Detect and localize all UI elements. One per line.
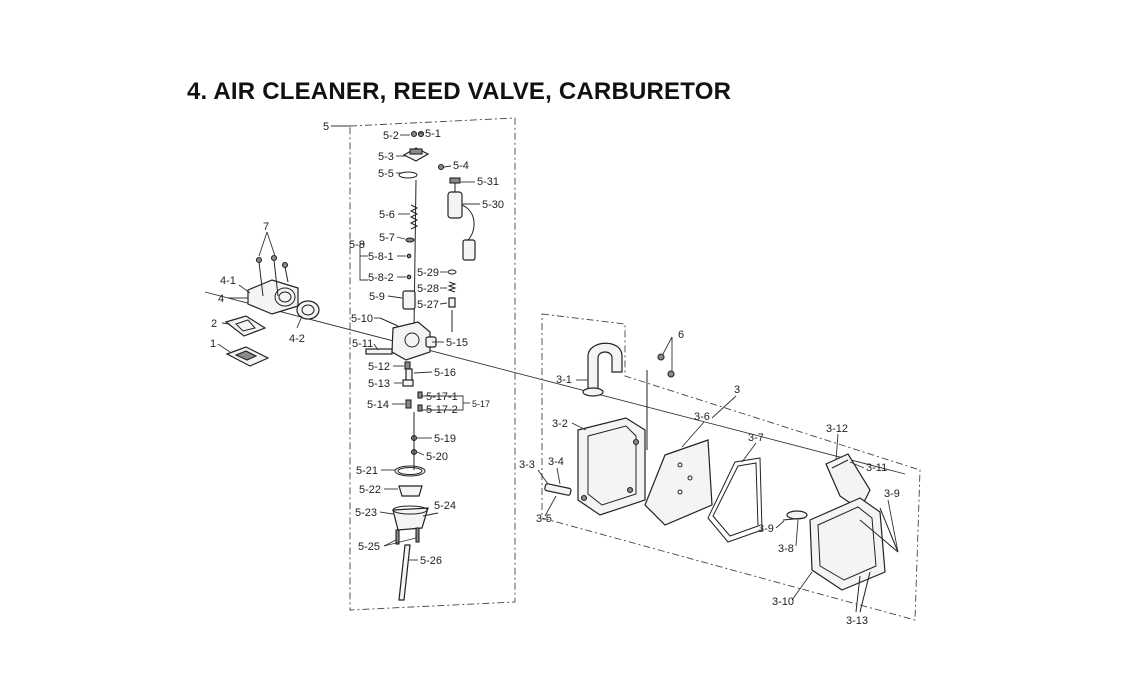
reed-valve-parts bbox=[224, 254, 320, 367]
part-label: 5-17-1 bbox=[426, 391, 458, 403]
part-label: 5-8-1 bbox=[368, 251, 394, 263]
part-label: 5-29 bbox=[417, 267, 439, 279]
part-label: 4 bbox=[218, 293, 224, 305]
part-label: 5-16 bbox=[434, 367, 456, 379]
part-label: 3-12 bbox=[826, 423, 848, 435]
part-label: 5-5 bbox=[378, 168, 394, 180]
carburetor-group-outline bbox=[349, 117, 516, 611]
part-label: 6 bbox=[678, 329, 684, 341]
air-cleaner-parts bbox=[544, 342, 899, 613]
part-label: 5-10 bbox=[351, 313, 373, 325]
part-label: 5-14 bbox=[367, 399, 389, 411]
part-label: 5-31 bbox=[477, 176, 499, 188]
part-label: 4-2 bbox=[289, 333, 305, 345]
part-label: 5-25 bbox=[358, 541, 380, 553]
part-label: 3-3 bbox=[519, 459, 535, 471]
part-label: 5-12 bbox=[368, 361, 390, 373]
carburetor-parts bbox=[365, 130, 476, 601]
part-label: 5-7 bbox=[379, 232, 395, 244]
part-label: 3-2 bbox=[552, 418, 568, 430]
air-cleaner-group-outline bbox=[541, 313, 921, 621]
part-label: 5-8 bbox=[349, 239, 365, 251]
part-label: 5-17 bbox=[472, 399, 490, 409]
part-label: 5-23 bbox=[355, 507, 377, 519]
part-labels: 5 5-2 5-1 5-3 5-4 5-5 5-31 5-30 5-6 5-7 … bbox=[210, 121, 900, 627]
part-label: 2 bbox=[211, 318, 217, 330]
part-label: 5-13 bbox=[368, 378, 390, 390]
part-label: 3-9 bbox=[884, 488, 900, 500]
part-label: 3-4 bbox=[548, 456, 564, 468]
part-label: 3-7 bbox=[748, 432, 764, 444]
leader-lines bbox=[217, 132, 899, 601]
part-label: 5-8-2 bbox=[368, 272, 394, 284]
part-label: 3-5 bbox=[536, 513, 552, 525]
part-label: 3-1 bbox=[556, 374, 572, 386]
part-label: 5-1 bbox=[425, 128, 441, 140]
part-label: 5-19 bbox=[434, 433, 456, 445]
part-label: 5-21 bbox=[356, 465, 378, 477]
part-label: 5-24 bbox=[434, 500, 456, 512]
part-label: 5-27 bbox=[417, 299, 439, 311]
part-label: 5-3 bbox=[378, 151, 394, 163]
part-label: 5 bbox=[323, 121, 329, 133]
part-label: 7 bbox=[263, 221, 269, 233]
part-label: 1 bbox=[210, 338, 216, 350]
part-label: 3-9 bbox=[758, 523, 774, 535]
part-label: 5-17-2 bbox=[426, 404, 458, 416]
part-label: 3-10 bbox=[772, 596, 794, 608]
part-label: 5-9 bbox=[369, 291, 385, 303]
part-label: 5-2 bbox=[383, 130, 399, 142]
part-label: 5-15 bbox=[446, 337, 468, 349]
part-label: 5-4 bbox=[453, 160, 469, 172]
part-label: 5-28 bbox=[417, 283, 439, 295]
assembly-axis-line bbox=[204, 291, 906, 475]
part-label: 5-20 bbox=[426, 451, 448, 463]
part-label: 5-26 bbox=[420, 555, 442, 567]
part-label: 3-13 bbox=[846, 615, 868, 627]
part-label: 5-30 bbox=[482, 199, 504, 211]
part-label: 5-22 bbox=[359, 484, 381, 496]
page-title: 4. AIR CLEANER, REED VALVE, CARBURETOR bbox=[187, 78, 732, 105]
part-label: 4-1 bbox=[220, 275, 236, 287]
part-label: 5-6 bbox=[379, 209, 395, 221]
part-label: 3 bbox=[734, 384, 740, 396]
part-label: 3-11 bbox=[866, 462, 887, 474]
part-label: 3-6 bbox=[694, 411, 710, 423]
part-label: 5-11 bbox=[352, 338, 373, 350]
part-label: 3-8 bbox=[778, 543, 794, 555]
